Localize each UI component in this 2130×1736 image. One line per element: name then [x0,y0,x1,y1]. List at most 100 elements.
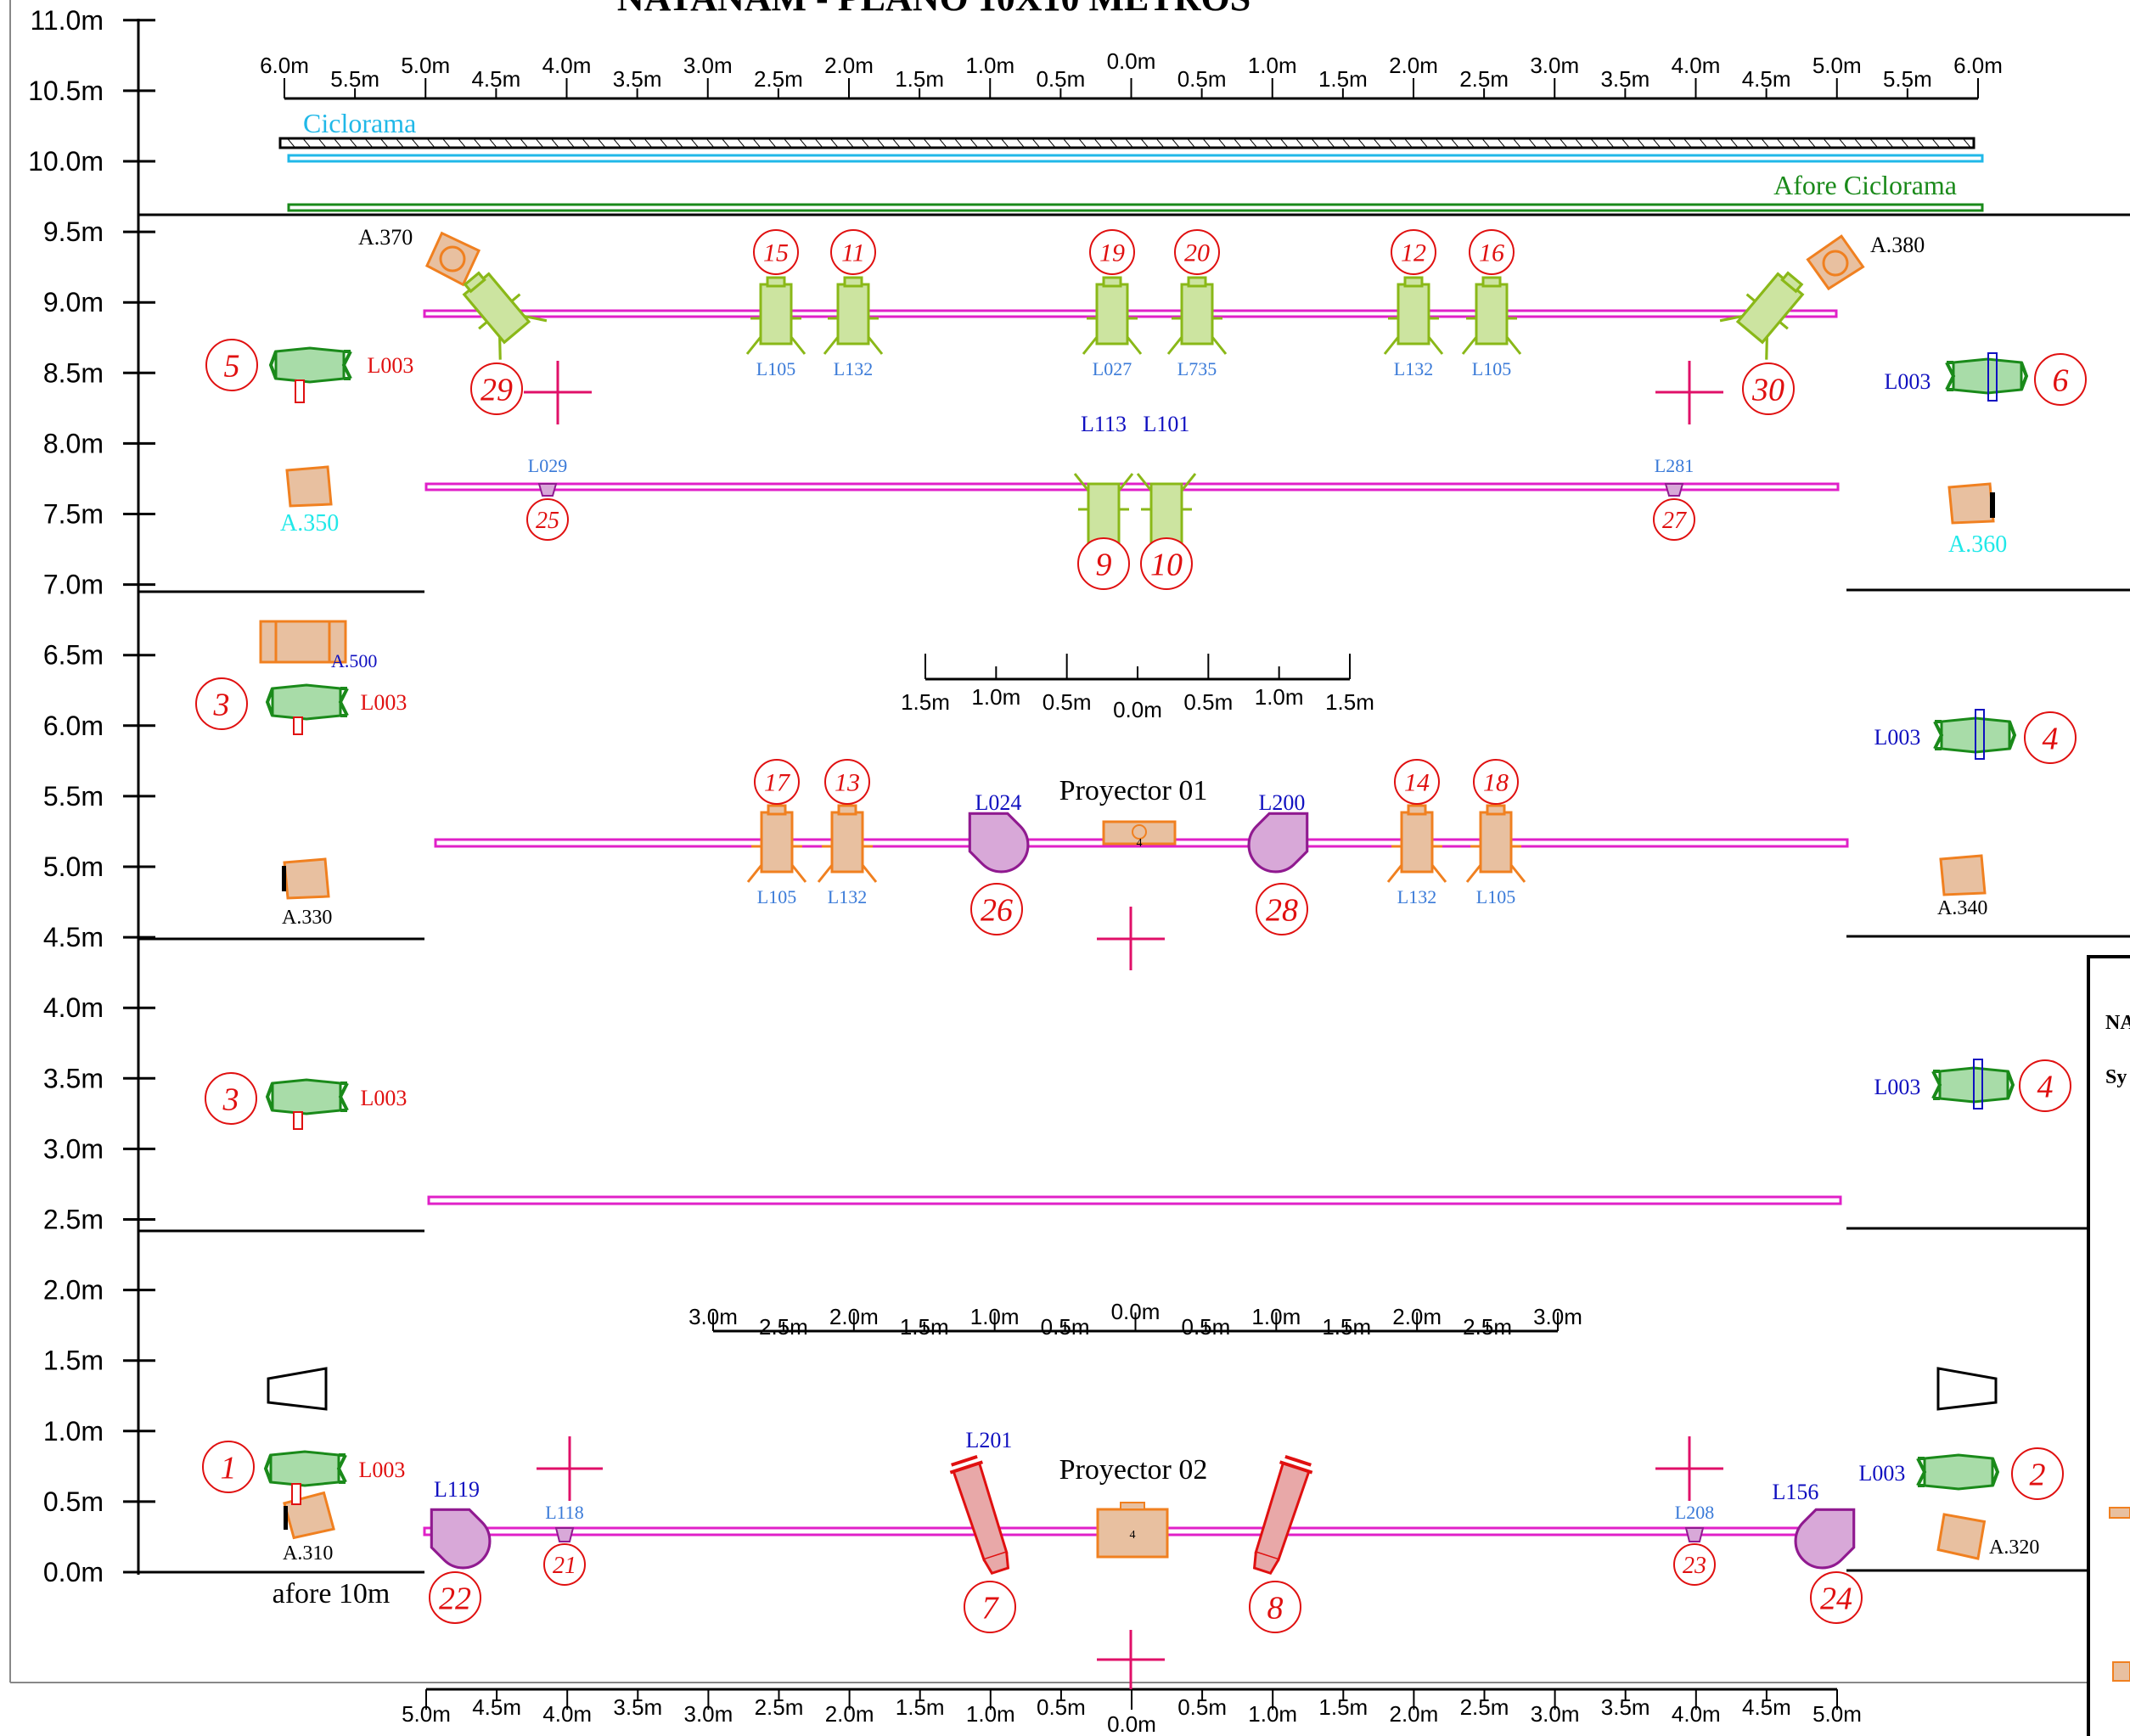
ciclorama-truss [278,137,1975,149]
projector-01: 4 Proyector 01 [1059,775,1208,850]
fixture-number: 3 [195,677,248,730]
fixture-number: 1 [202,1441,255,1493]
scale-label: 3.5m [613,66,662,92]
svg-text:7: 7 [982,1590,1000,1626]
scale-label: 0.0m [1107,48,1156,74]
svg-text:A.380: A.380 [1870,233,1925,257]
svg-text:14: 14 [1404,769,1430,797]
svg-text:4: 4 [1130,1529,1136,1542]
scale-label: 1.0m [1255,684,1304,710]
monitor-left [267,1367,328,1411]
gel-label: L132 [1394,358,1433,379]
gel-label: L003 [359,1458,406,1482]
vaxis-label: 10.5m [28,76,104,106]
scale-label: 3.5m [1600,66,1649,92]
speaker-a370: A.370 [358,225,484,288]
fixture-number: 8 [1249,1581,1301,1633]
vaxis-label: 0.5m [43,1486,104,1517]
scale-label: 3.5m [613,1694,662,1720]
gel-label: L281 [1655,455,1694,476]
scale-label: 3.0m [688,1304,738,1329]
scale-label: 1.5m [895,66,944,92]
fixture-unit [949,1454,1010,1576]
scale-label: 0.5m [1037,1694,1086,1720]
speaker-a350: A.350 [280,465,339,537]
svg-text:A.360: A.360 [1948,531,2007,558]
fixture-unit [1664,483,1684,497]
svg-text:A.330: A.330 [282,907,332,929]
vaxis-label: 0.0m [43,1557,104,1587]
vaxis-label: 5.5m [43,781,104,812]
fixture-unit [554,1527,575,1542]
gel-label: L003 [1874,725,1921,750]
vaxis-label: 2.5m [43,1205,104,1235]
gel-label: L003 [361,1086,407,1110]
scale-label: 1.5m [1318,1694,1368,1720]
vaxis-label: 2.0m [43,1275,104,1306]
svg-text:10: 10 [1150,547,1183,582]
scale-label: 5.0m [1812,53,1862,78]
scale-label: 2.0m [825,1701,874,1727]
svg-text:25: 25 [536,508,559,534]
proyector-02-label: Proyector 02 [1059,1454,1208,1486]
vaxis-label: 6.5m [43,640,104,671]
vaxis-label: 9.5m [43,216,104,247]
fixture-unit [1684,1527,1705,1542]
gel-label: L201 [966,1428,1013,1452]
vaxis-label: 4.0m [43,992,104,1023]
scale-label: 4.0m [542,1701,592,1727]
gel-label: L113 [1081,412,1127,436]
scale-label: 5.0m [401,53,450,78]
gel-label: L132 [834,358,873,379]
scale-label: 5.5m [330,66,379,92]
scale-label: 2.5m [759,1314,808,1340]
scale-label: 1.5m [1318,66,1368,92]
svg-text:1: 1 [221,1450,237,1486]
scale-label: 1.0m [970,1304,1020,1329]
svg-text:A.310: A.310 [283,1542,333,1565]
scale-label: 1.5m [900,1314,949,1340]
vaxis-label: 6.0m [43,711,104,741]
gel-label: L200 [1259,790,1306,815]
scale-label: 1.0m [971,684,1020,710]
scale-label: 2.0m [1392,1304,1442,1329]
scale-label: 4.5m [472,1694,521,1720]
fixture-unit [1252,1454,1313,1576]
scale-label: 1.5m [1325,689,1374,715]
top-scale: 6.0m5.5m5.0m4.5m4.0m3.5m3.0m2.5m2.0m1.5m… [260,48,2003,100]
scale-label: 5.0m [402,1701,451,1727]
vaxis-label: 7.0m [43,570,104,600]
projector-02: 4 Proyector 02 [1059,1454,1208,1559]
fixture-number: 16 [1469,229,1515,275]
scale-label: 4.5m [1742,1694,1791,1720]
fixture-number: 14 [1394,759,1440,805]
svg-text:A.340: A.340 [1937,897,1987,919]
svg-text:11: 11 [841,239,865,267]
svg-text:30: 30 [1751,372,1784,407]
fixture-number: 30 [1742,362,1795,415]
scale-label: 3.0m [1533,1304,1582,1329]
fixture-number: 23 [1673,1543,1716,1586]
svg-text:19: 19 [1099,239,1125,267]
vaxis-label: 1.5m [43,1346,104,1376]
fixture-number: 17 [754,759,800,805]
svg-text:12: 12 [1401,239,1426,267]
fixture-number: 4 [2024,711,2077,764]
speaker-a310: A.310 [282,1491,335,1565]
scale-label: 2.5m [1463,1314,1512,1340]
fixture-number: 20 [1174,229,1220,275]
vertical-axis: 0.0m0.5m1.0m1.5m2.0m2.5m3.0m3.5m4.0m4.5m… [28,5,155,1587]
gel-label: L105 [756,358,795,379]
gel-label: L118 [545,1502,584,1523]
fixture-unit [1916,1453,1999,1491]
fixture-number: 5 [205,339,258,391]
fixture-unit [537,483,558,497]
fixture-number: 18 [1473,759,1519,805]
scale-label: 2.0m [1389,53,1438,78]
scale-label: 1.5m [1322,1314,1371,1340]
fixture-unit [266,1078,349,1115]
